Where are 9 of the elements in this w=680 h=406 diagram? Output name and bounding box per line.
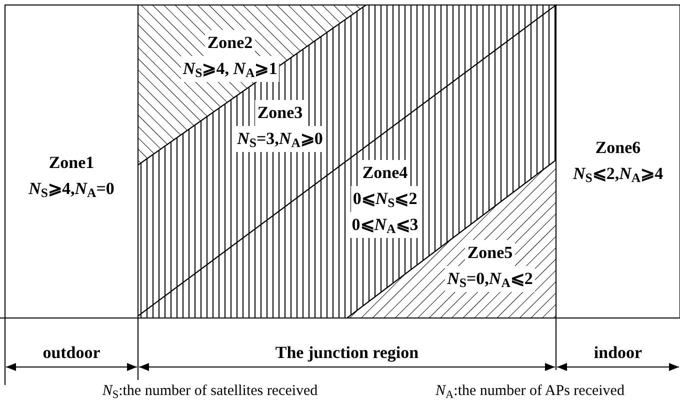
zone-heading: Zone2 [205,30,255,56]
zone-heading: Zone4 [360,160,410,186]
zone-condition: N$_{S}$=3,N$_{A}$⩾0 [235,126,325,152]
zone-condition: N$_{S}$=0,N$_{A}$⩽2 [445,266,535,292]
zone-condition: 0⩽N$_{S}$⩽2 [350,186,420,212]
zone-condition: N$_{S}$⩾4, N$_{A}$⩾1 [180,56,280,82]
zone-heading: Zone5 [465,240,515,266]
zone-heading: Zone3 [255,100,305,126]
zone-condition: 0⩽N$_{A}$⩽3 [350,212,420,238]
